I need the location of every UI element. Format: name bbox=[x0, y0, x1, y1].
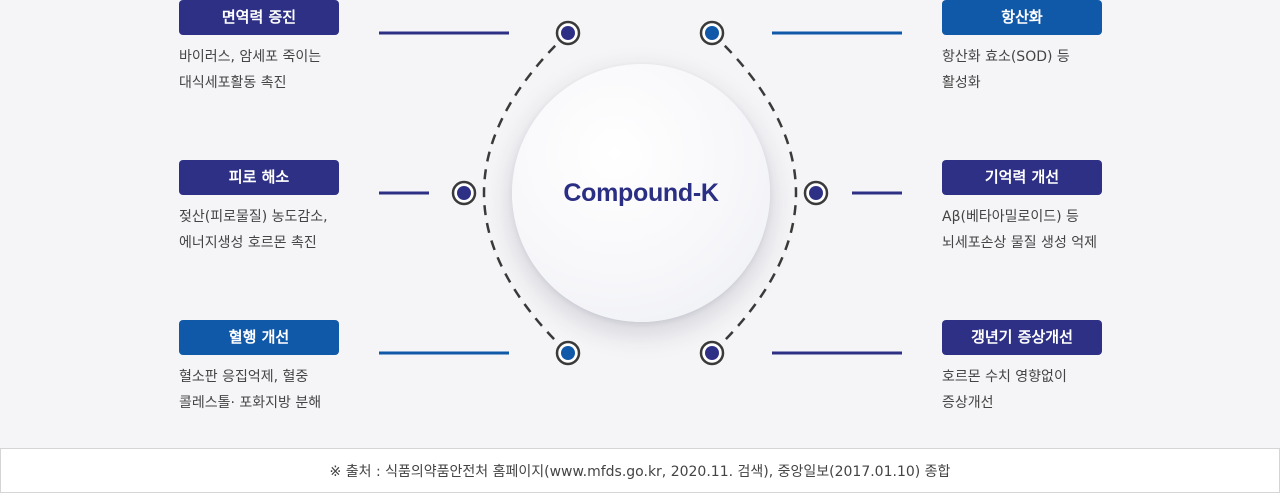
node-dot-right-3 bbox=[699, 340, 725, 366]
description-line: 콜레스톨· 포화지방 분해 bbox=[179, 395, 322, 411]
center-label: Compound-K bbox=[563, 178, 719, 207]
node-dot-right-2 bbox=[803, 180, 829, 206]
benefit-description: 혈소판 응집억제, 혈중 콜레스톨· 포화지방 분해 bbox=[179, 364, 379, 416]
connector-layer bbox=[379, 20, 902, 366]
description-line: 대식세포활동 촉진 bbox=[179, 75, 287, 91]
benefit-circulation: 혈행 개선 혈소판 응집억제, 혈중 콜레스톨· 포화지방 분해 bbox=[179, 320, 379, 416]
benefit-title: 피로 해소 bbox=[179, 160, 339, 195]
benefit-description: 젖산(피로물질) 농도감소, 에너지생성 호르몬 촉진 bbox=[179, 204, 379, 256]
node-dot-left-3 bbox=[555, 340, 581, 366]
benefit-description: 호르몬 수치 영향없이 증상개선 bbox=[942, 364, 1142, 416]
description-line: 항산화 효소(SOD) 등 bbox=[942, 49, 1070, 65]
benefit-memory: 기억력 개선 Aβ(베타아밀로이드) 등 뇌세포손상 물질 생성 억제 bbox=[942, 160, 1142, 256]
center-circle: Compound-K bbox=[512, 64, 770, 322]
benefit-title: 갱년기 증상개선 bbox=[942, 320, 1102, 355]
benefit-antioxidant: 항산화 항산화 효소(SOD) 등 활성화 bbox=[942, 0, 1142, 96]
benefit-fatigue: 피로 해소 젖산(피로물질) 농도감소, 에너지생성 호르몬 촉진 bbox=[179, 160, 379, 256]
source-note: ※ 출처 : 식품의약품안전처 홈페이지(www.mfds.go.kr, 202… bbox=[0, 448, 1280, 493]
description-line: 증상개선 bbox=[942, 395, 994, 411]
description-line: 혈소판 응집억제, 혈중 bbox=[179, 369, 309, 385]
benefit-title: 면역력 증진 bbox=[179, 0, 339, 35]
benefit-immunity: 면역력 증진 바이러스, 암세포 죽이는 대식세포활동 촉진 bbox=[179, 0, 379, 96]
source-note-text: ※ 출처 : 식품의약품안전처 홈페이지(www.mfds.go.kr, 202… bbox=[329, 463, 951, 480]
left-dashed-arc bbox=[482, 32, 569, 354]
benefit-title: 혈행 개선 bbox=[179, 320, 339, 355]
right-dashed-arc bbox=[711, 32, 798, 354]
description-line: 뇌세포손상 물질 생성 억제 bbox=[942, 235, 1098, 251]
node-dot-left-1 bbox=[555, 20, 581, 46]
benefit-description: 바이러스, 암세포 죽이는 대식세포활동 촉진 bbox=[179, 44, 379, 96]
node-dot-left-2 bbox=[451, 180, 477, 206]
node-dot-right-1 bbox=[699, 20, 725, 46]
benefit-title: 항산화 bbox=[942, 0, 1102, 35]
description-line: 호르몬 수치 영향없이 bbox=[942, 369, 1067, 385]
diagram: Compound-K 면역력 증진 바이러스, 암세포 죽이는 대식세포활동 촉… bbox=[179, 0, 1142, 416]
description-line: 바이러스, 암세포 죽이는 bbox=[179, 49, 322, 65]
description-line: 젖산(피로물질) 농도감소, bbox=[179, 209, 328, 225]
description-line: 에너지생성 호르몬 촉진 bbox=[179, 235, 317, 251]
description-line: 활성화 bbox=[942, 75, 981, 91]
benefit-title: 기억력 개선 bbox=[942, 160, 1102, 195]
benefit-description: Aβ(베타아밀로이드) 등 뇌세포손상 물질 생성 억제 bbox=[942, 204, 1142, 256]
benefit-description: 항산화 효소(SOD) 등 활성화 bbox=[942, 44, 1142, 96]
description-line: Aβ(베타아밀로이드) 등 bbox=[942, 209, 1079, 225]
benefit-menopause: 갱년기 증상개선 호르몬 수치 영향없이 증상개선 bbox=[942, 320, 1142, 416]
